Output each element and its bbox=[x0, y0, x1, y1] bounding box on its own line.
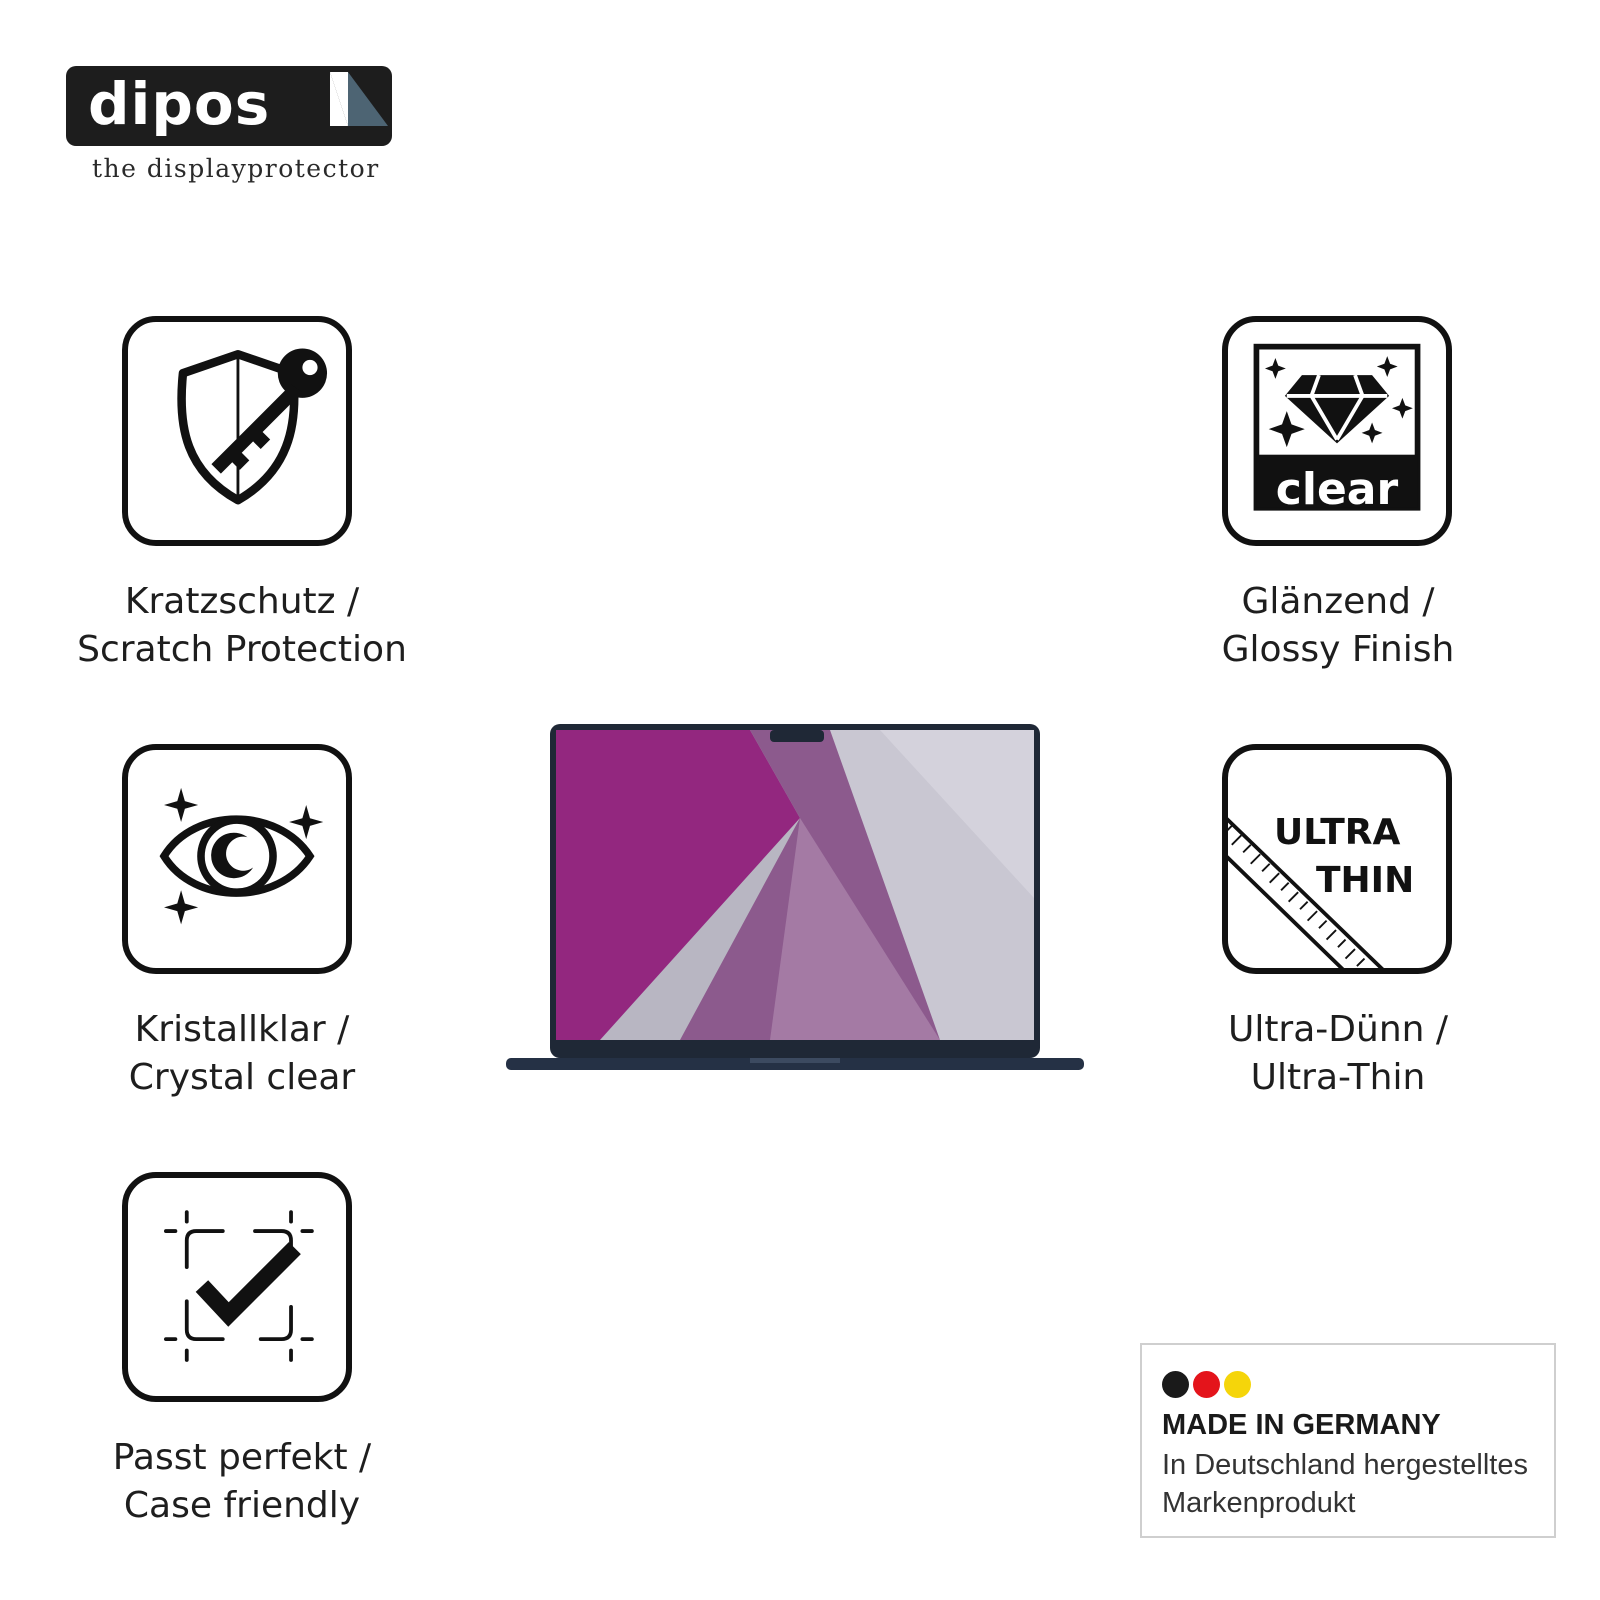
laptop-image bbox=[500, 718, 1090, 1088]
caption-line-en: Scratch Protection bbox=[77, 629, 407, 670]
caption-line-en: Glossy Finish bbox=[1221, 629, 1455, 670]
feature-caption-scratch: Kratzschutz / Scratch Protection bbox=[42, 578, 442, 674]
made-in-germany-box: MADE IN GERMANY In Deutschland hergestel… bbox=[1140, 1343, 1556, 1538]
caption-line-en: Crystal clear bbox=[128, 1057, 356, 1098]
red-dot-icon bbox=[1193, 1371, 1220, 1398]
feature-caption-case: Passt perfekt / Case friendly bbox=[42, 1434, 442, 1530]
ultra-thin-badge: ULTRA THIN bbox=[1222, 744, 1452, 974]
made-in-germany-line-1: In Deutschland hergestelltes bbox=[1162, 1449, 1528, 1481]
diamond-clear-icon bbox=[1253, 343, 1421, 511]
caption-line-de: Glänzend / bbox=[1241, 581, 1435, 622]
german-flag-dots bbox=[1162, 1371, 1255, 1402]
glossy-finish-badge: clear bbox=[1222, 316, 1452, 546]
caption-line-en: Case friendly bbox=[123, 1485, 361, 1526]
eye-sparkle-icon bbox=[159, 787, 324, 925]
made-in-germany-title: MADE IN GERMANY bbox=[1162, 1409, 1441, 1441]
thin-label: THIN bbox=[1316, 860, 1415, 901]
brand-logo: dipos the displayprotector bbox=[66, 66, 396, 196]
clear-label: clear bbox=[1275, 464, 1399, 515]
gold-dot-icon bbox=[1224, 1371, 1251, 1398]
ruler-ultra-thin-icon bbox=[1228, 817, 1384, 968]
caption-line-de: Kristallklar / bbox=[134, 1009, 350, 1050]
crystal-clear-badge bbox=[122, 744, 352, 974]
peel-corner-icon bbox=[330, 72, 388, 126]
case-friendly-badge bbox=[122, 1172, 352, 1402]
caption-line-de: Ultra-Dünn / bbox=[1227, 1009, 1449, 1050]
feature-caption-thin: Ultra-Dünn / Ultra-Thin bbox=[1138, 1006, 1538, 1102]
feature-caption-glossy: Glänzend / Glossy Finish bbox=[1138, 578, 1538, 674]
feature-caption-crystal: Kristallklar / Crystal clear bbox=[42, 1006, 442, 1102]
brand-name: dipos bbox=[88, 70, 271, 138]
scratch-protection-badge bbox=[122, 316, 352, 546]
made-in-germany-line-2: Markenprodukt bbox=[1162, 1487, 1356, 1519]
ultra-label: ULTRA bbox=[1274, 812, 1401, 853]
brand-tagline: the displayprotector bbox=[92, 154, 380, 183]
caption-line-en: Ultra-Thin bbox=[1250, 1057, 1426, 1098]
caption-line-de: Kratzschutz / bbox=[124, 581, 360, 622]
black-dot-icon bbox=[1162, 1371, 1189, 1398]
caption-line-de: Passt perfekt / bbox=[112, 1437, 372, 1478]
frame-check-icon bbox=[164, 1210, 314, 1362]
shield-key-icon bbox=[177, 348, 328, 505]
